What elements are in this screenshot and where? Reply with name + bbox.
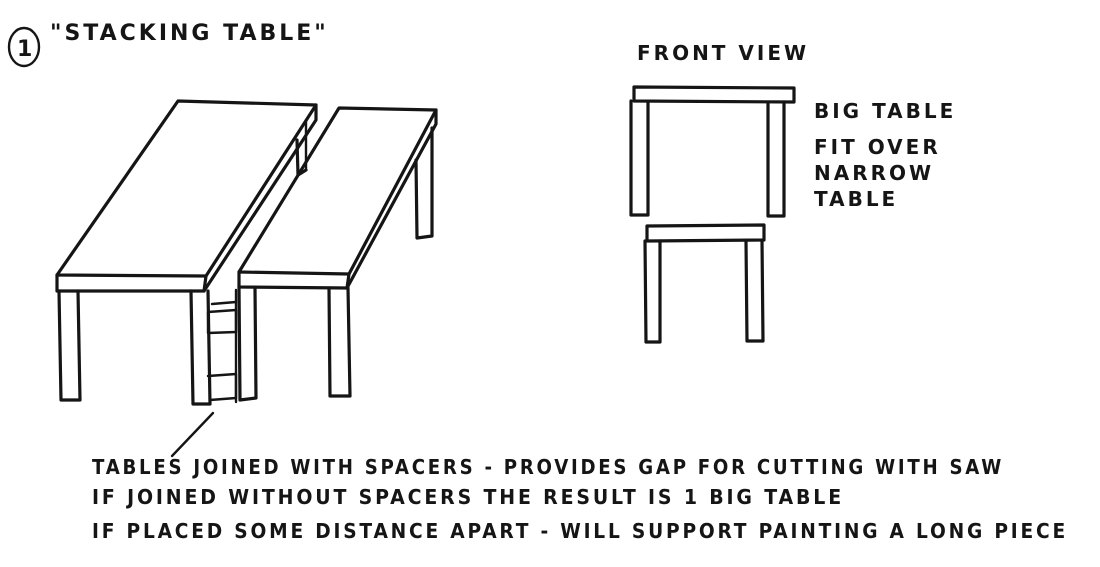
side-note-line: TABLE bbox=[814, 187, 898, 211]
front-big-table bbox=[629, 85, 796, 218]
front-view-drawing bbox=[629, 85, 796, 344]
big-table-top bbox=[55, 99, 318, 293]
bottom-notes: TABLES JOINED WITH SPACERS - PROVIDES GA… bbox=[92, 455, 1068, 543]
note-line: IF JOINED WITHOUT SPACERS THE RESULT IS … bbox=[92, 485, 844, 509]
item-number-badge: 1 bbox=[7, 26, 41, 68]
sketch-title: "STACKING TABLE" bbox=[50, 21, 329, 46]
narrow-table-top bbox=[237, 106, 438, 290]
front-narrow-table bbox=[643, 223, 766, 344]
front-view-label: FRONT VIEW bbox=[637, 41, 809, 65]
big-table-legs bbox=[57, 118, 308, 406]
note-line: IF PLACED SOME DISTANCE APART - WILL SUP… bbox=[92, 519, 1068, 543]
side-note-line: NARROW bbox=[814, 161, 934, 185]
pointer-line bbox=[170, 411, 215, 458]
side-note-line: FIT OVER bbox=[814, 135, 941, 159]
note-line: TABLES JOINED WITH SPACERS - PROVIDES GA… bbox=[92, 455, 1004, 479]
perspective-drawing bbox=[55, 99, 438, 458]
side-note-line: BIG TABLE bbox=[814, 99, 956, 123]
side-note: BIG TABLE FIT OVER NARROW TABLE bbox=[814, 99, 956, 211]
narrow-table-legs bbox=[237, 126, 434, 402]
spacers bbox=[206, 288, 238, 404]
item-number: 1 bbox=[17, 37, 35, 62]
